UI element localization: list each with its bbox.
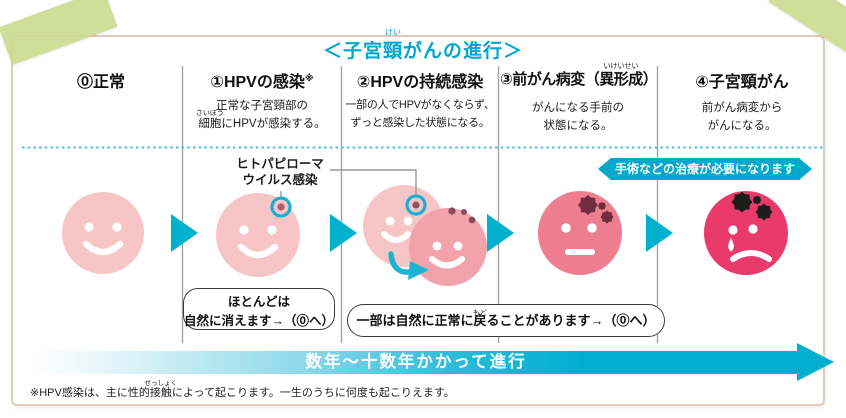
timeline-arrowhead-icon (797, 343, 834, 381)
stage-0-label: ⓪正常 (76, 74, 125, 91)
hpv-virus-label: ヒトパピローマ ウイルス感染 (236, 157, 324, 188)
footnote-marker: ※ (304, 73, 314, 83)
footnote: ※HPV感染は、主に性的接触せっしょくによって起こります。一生のうちに何度も起こ… (30, 380, 455, 399)
treatment-banner: 手術などの治療が必要になります (598, 158, 812, 180)
stage-4-description: 前がん病変から がんになる。 (701, 102, 783, 133)
stage-3-description: がんになる手前の 状態になる。 (532, 102, 624, 133)
timeline-arrow: 数年〜十数年かかって進行 (35, 351, 797, 374)
stage-4-label: ④子宮頸がん (695, 74, 789, 91)
title-pre: ＜子宮 (322, 41, 383, 62)
stage-1-description: 正常な子宮頸部の 細胞さいぼうにHPVが感染する。 (195, 100, 326, 131)
stage-3-label: ③前がん病変（異形成いけいせい） (500, 63, 658, 88)
stage-1-label: ①HPVの感染※ (210, 73, 314, 91)
bubble-mostly-disappears: ほとんどは 自然に消えます→（⓪へ） (183, 288, 335, 330)
bubble-return-to-normal: 一部は自然に正常に戻もどることがあります→（⓪へ） (347, 304, 665, 337)
title-ruby: 頸けい (382, 28, 403, 62)
stage-2-description: 一部の人でHPVがなくならず、 ずっと感染した状態になる。 (345, 99, 495, 129)
page-title: ＜子宮頸けいがんの進行＞ (0, 28, 846, 63)
stage-2-label: ②HPVの持続感染 (356, 74, 484, 91)
title-post: がんの進行＞ (403, 41, 524, 62)
